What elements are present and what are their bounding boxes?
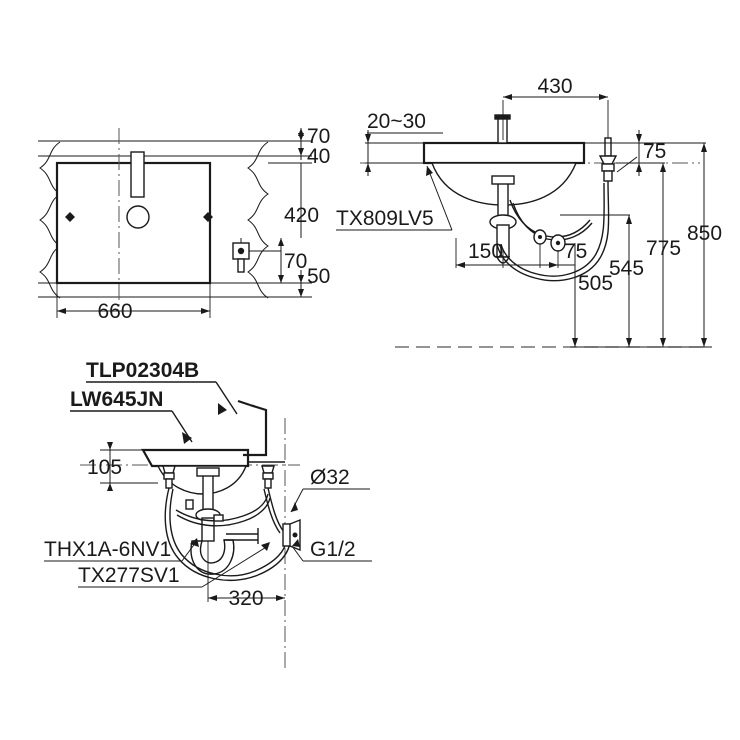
dim-420: 420 <box>284 163 319 238</box>
dim-850: 850 <box>584 142 722 347</box>
dim-320-text: 320 <box>228 587 263 610</box>
dim-150-text: 150 <box>468 240 503 263</box>
detail-trap <box>190 508 259 575</box>
section-view: 20~30 430 75 150 <box>336 75 722 348</box>
faucet-spout-tip <box>237 399 251 407</box>
label-dia32-text: Ø32 <box>310 466 350 489</box>
dim-660-text: 660 <box>97 300 132 323</box>
drain-tailpiece <box>497 179 509 219</box>
plan-view: 70 40 420 70 50 <box>38 125 330 323</box>
basin-counter-slab <box>422 141 586 165</box>
label-thx1a-6nv1: THX1A-6NV1 <box>44 538 199 562</box>
dim-545-text: 545 <box>609 257 644 280</box>
angle-stop-valve <box>598 137 618 182</box>
dim-75-right-text: 75 <box>643 140 666 163</box>
dim-430: 430 <box>502 75 609 140</box>
detail-hose-outer2 <box>169 488 287 577</box>
detail-hose-right2 <box>263 488 281 534</box>
detail-fitting-a <box>185 499 194 510</box>
break-line-right <box>247 141 269 299</box>
dim-40: 40 <box>298 141 330 168</box>
dim-70-top: 70 <box>298 125 330 148</box>
dim-105: 105 <box>87 442 158 491</box>
drain-flange <box>491 175 515 185</box>
faucet-body <box>497 117 508 144</box>
dim-20-30: 20~30 <box>365 110 443 176</box>
detail-hose-outer <box>164 487 291 582</box>
detail-slab-bevel <box>142 449 153 467</box>
supply-hose-left <box>509 199 591 238</box>
dim-50: 50 <box>298 265 330 297</box>
dim-545: 545 <box>560 214 644 347</box>
dim-660: 660 <box>56 283 211 323</box>
label-lw645jn: LW645JN <box>70 388 193 444</box>
dim-850-text: 850 <box>687 222 722 245</box>
label-tx277sv1-text: TX277SV1 <box>78 564 180 587</box>
dim-420-text: 420 <box>284 204 319 227</box>
label-lw645jn-text: LW645JN <box>70 388 163 411</box>
label-thx1a-6nv1-text: THX1A-6NV1 <box>44 538 171 561</box>
dim-40-text: 40 <box>307 145 330 168</box>
faucet-cap <box>494 114 511 120</box>
detail-stop-valve-right <box>261 465 275 489</box>
detail-drain-tailpiece <box>202 473 214 513</box>
faucet-gooseneck <box>243 403 268 457</box>
dim-775: 775 <box>616 162 681 347</box>
dim-150: 150 <box>455 238 540 268</box>
detail-stop-valve-left <box>162 465 176 489</box>
detail-view: 105 320 TLP02304B LW645JN THX1A-6NV1 <box>44 359 372 672</box>
label-tlp02304b: TLP02304B <box>86 359 238 415</box>
dim-75-bottom: 75 <box>539 240 587 268</box>
label-dia32: Ø32 <box>290 466 370 513</box>
label-tx809lv5: TX809LV5 <box>336 165 453 231</box>
dim-50-text: 50 <box>307 265 330 288</box>
detail-drain-flange <box>196 467 220 477</box>
dim-320: 320 <box>207 541 285 610</box>
dim-430-text: 430 <box>537 75 572 98</box>
detail-hose-mid2 <box>176 497 271 527</box>
dim-70-low: 70 <box>249 238 307 283</box>
label-tlp02304b-text: TLP02304B <box>86 359 199 382</box>
dim-75-right: 75 <box>608 130 666 176</box>
dim-105-text: 105 <box>87 456 122 479</box>
mount-point-right <box>203 212 213 222</box>
hose-fitting-a <box>533 229 547 245</box>
dim-20-30-text: 20~30 <box>367 110 426 133</box>
dim-505: 505 <box>572 243 613 347</box>
dim-505-text: 505 <box>578 272 613 295</box>
detail-counter-slab <box>141 448 250 468</box>
dim-75-bottom-text: 75 <box>564 240 587 263</box>
label-g12-text: G1/2 <box>310 538 356 561</box>
drain-circle <box>126 205 150 229</box>
supply-hose-left2 <box>512 202 593 241</box>
label-g12: G1/2 <box>291 538 372 562</box>
label-tx809lv5-text: TX809LV5 <box>336 207 434 230</box>
detail-hose-mid <box>175 493 269 522</box>
label-tx277sv1: TX277SV1 <box>78 542 270 588</box>
dim-775-text: 775 <box>646 237 681 260</box>
mount-point-left <box>65 212 75 222</box>
detail-fitting-b <box>213 514 224 522</box>
dim-70-low-text: 70 <box>284 250 307 273</box>
hose-fitting-b <box>550 234 566 252</box>
detail-hose-right <box>267 487 285 533</box>
break-line-left <box>39 141 61 299</box>
dim-70-top-text: 70 <box>307 125 330 148</box>
supply-hose-inner <box>500 182 605 277</box>
faucet-slot <box>130 151 145 198</box>
stop-valve-fixture <box>232 238 250 273</box>
